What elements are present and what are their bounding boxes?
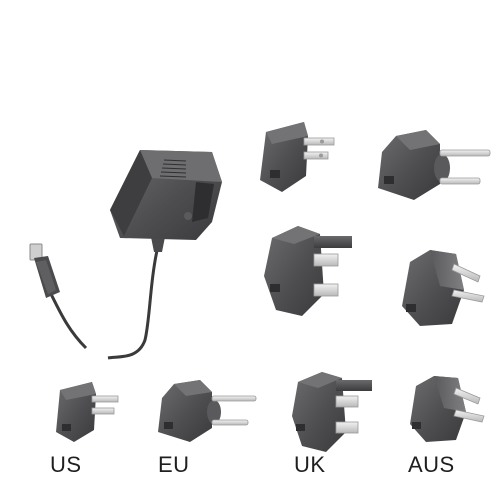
charger-adapter-slot: [192, 182, 214, 222]
aus-adapter: [410, 376, 485, 442]
charger-release-button: [184, 212, 192, 220]
label-uk: UK: [294, 452, 326, 477]
eu-adapter: [158, 380, 257, 442]
label-us: US: [50, 452, 82, 477]
charger-group: [29, 150, 222, 360]
us-adapter-large: [260, 122, 335, 192]
uk-adapter: [292, 372, 372, 452]
uk-adapter-large: [264, 226, 352, 316]
label-aus: AUS: [408, 452, 455, 477]
charger-cable: [107, 245, 160, 360]
mini-usb-connector: [29, 243, 60, 298]
aus-adapter-large: [402, 250, 485, 326]
us-adapter: [56, 382, 119, 442]
eu-adapter-large: [378, 130, 491, 200]
charger-grip-ribs: [159, 159, 187, 178]
charger-front-face: [110, 150, 152, 236]
charger-top-face: [140, 150, 222, 182]
label-eu: EU: [158, 452, 190, 477]
usb-cable: [48, 291, 88, 350]
